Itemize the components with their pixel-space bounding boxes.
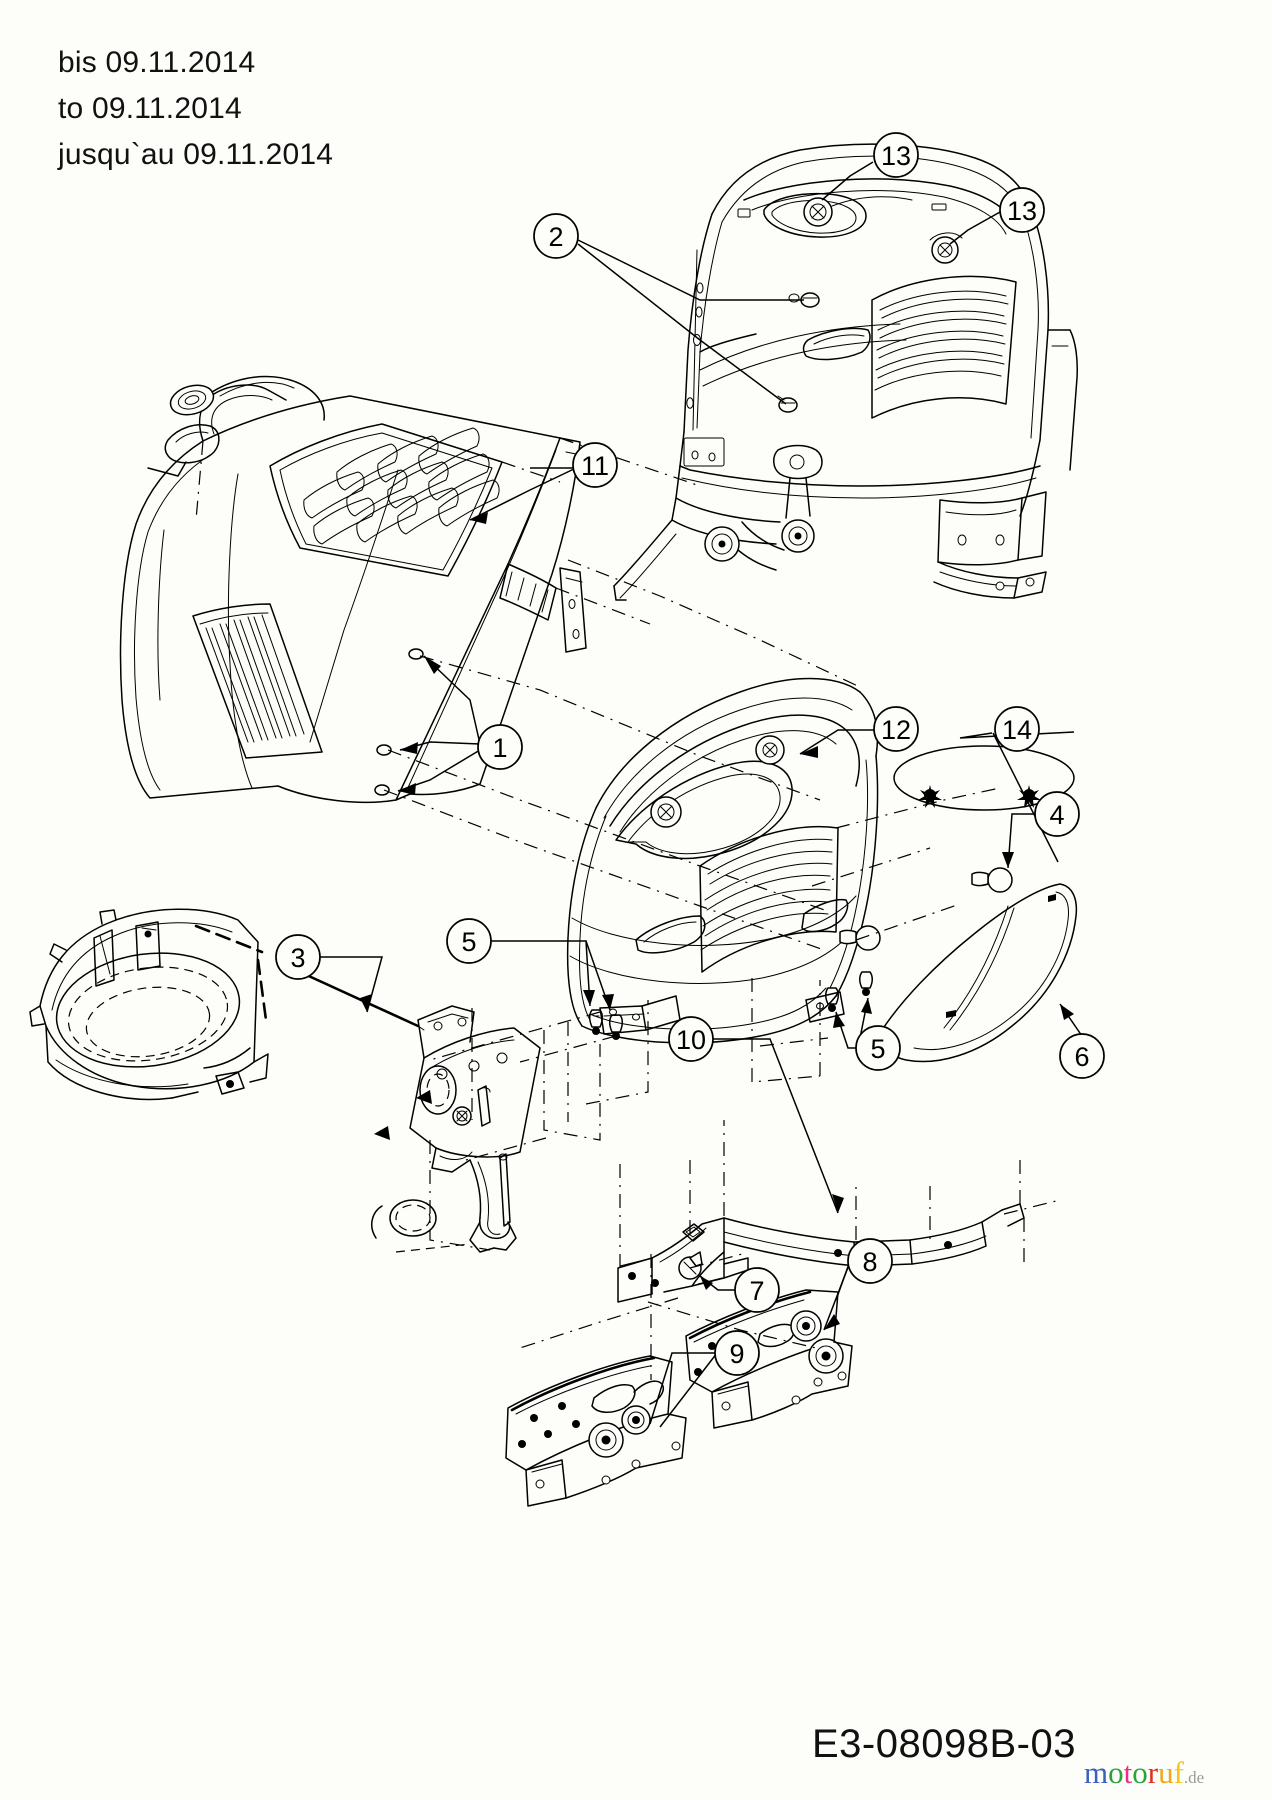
callout-6-leader [1059, 1003, 1083, 1037]
svg-text:7: 7 [749, 1276, 764, 1306]
screw-5-d [859, 971, 873, 996]
callout-11-leader [469, 467, 577, 524]
svg-text:12: 12 [881, 715, 911, 745]
callout-bubble-13b: 13 [999, 187, 1045, 233]
callout-bubble-11: 11 [572, 442, 618, 488]
svg-text:9: 9 [729, 1339, 744, 1369]
emblem-decal [893, 745, 1075, 811]
svg-text:14: 14 [1002, 715, 1032, 745]
callout-3-leader [318, 956, 383, 1013]
front-grille-louvers [699, 826, 839, 973]
header-line-french: jusqu`au 09.11.2014 [58, 138, 334, 171]
hood-louvers-right [871, 275, 1017, 419]
callout-9-leader [649, 1352, 718, 1428]
front-support-bracket [617, 1203, 1025, 1303]
header-line-english: to 09.11.2014 [58, 92, 242, 125]
callout-10-leader [711, 1038, 844, 1214]
svg-text:10: 10 [676, 1025, 706, 1055]
emblem-rivet-right [918, 785, 942, 808]
watermark-letter-m: m [1084, 1755, 1109, 1790]
callout-7-leader [699, 1275, 737, 1291]
callout-bubble-14: 14 [994, 706, 1040, 752]
header-line-german: bis 09.11.2014 [58, 46, 256, 79]
callout-12-leader [799, 729, 876, 758]
screw-5-a [589, 1009, 603, 1035]
callout-bubble-5-right: 5 [855, 1025, 901, 1071]
fan-shroud-housing [29, 908, 269, 1101]
svg-text:6: 6 [1074, 1042, 1089, 1072]
callout-bubble-13: 13 [873, 132, 919, 178]
drawing-number: E3-08098B-03 [812, 1722, 1076, 1766]
svg-text:4: 4 [1049, 800, 1064, 830]
svg-text:2: 2 [548, 222, 563, 252]
callout-bubble-3: 3 [275, 934, 321, 980]
screw-5-c [825, 987, 839, 1012]
watermark-letter-o1: o [1108, 1755, 1124, 1790]
svg-text:13: 13 [881, 141, 911, 171]
callout-bubble-2: 2 [533, 213, 579, 259]
front-bumper-trim [880, 883, 1078, 1063]
callout-8-leader [823, 1260, 851, 1331]
callout-bubble-10: 10 [668, 1016, 714, 1062]
push-rivet-upper [971, 867, 1013, 893]
hood-outer-shell-group [119, 375, 587, 804]
callout-bubble-7: 7 [734, 1267, 780, 1313]
screws-group-left [489, 940, 623, 1040]
push-rivets-group [839, 867, 1013, 951]
motoruf-watermark: motoruf.de [1084, 1757, 1204, 1788]
engine-support-plate [370, 1005, 541, 1253]
callout-bubble-4: 4 [1034, 791, 1080, 837]
svg-text:5: 5 [461, 927, 476, 957]
callout-bubble-1: 1 [477, 724, 523, 770]
callout-bubble-6: 6 [1059, 1033, 1105, 1079]
watermark-letter-t: t [1123, 1755, 1133, 1790]
callout-4-leader [1002, 813, 1037, 869]
callout-bubble-5-left: 5 [446, 918, 492, 964]
svg-text:11: 11 [581, 451, 609, 481]
push-rivet-lower [839, 925, 881, 951]
hinge-bracket-left [505, 1355, 687, 1507]
callout-bubble-9: 9 [714, 1330, 760, 1376]
hinge-bracket-right [685, 1289, 853, 1429]
svg-text:1: 1 [492, 733, 507, 763]
watermark-tld: .de [1183, 1768, 1205, 1787]
svg-text:13: 13 [1007, 196, 1037, 226]
watermark-letter-o2: o [1132, 1755, 1148, 1790]
pivot-bolt [678, 1251, 703, 1280]
hood-rod [293, 965, 425, 1031]
screws-group-right [825, 971, 873, 1049]
watermark-letter-f: f [1173, 1755, 1184, 1790]
svg-text:3: 3 [290, 943, 305, 973]
hood-side-louver-panel [192, 603, 323, 759]
assembly-centerlines [195, 437, 1061, 1380]
callout-bubble-12: 12 [873, 706, 919, 752]
callout-bubbles: 1 2 3 4 5 5 6 7 8 9 10 11 12 13 13 14 [275, 132, 1105, 1376]
hood-top-louver-panel [269, 423, 503, 577]
watermark-letter-r: r [1147, 1755, 1159, 1790]
svg-text:5: 5 [870, 1034, 885, 1064]
watermark-letter-u: u [1158, 1755, 1174, 1790]
svg-text:8: 8 [862, 1247, 877, 1277]
callout-leaders-top [530, 161, 1001, 469]
callout-bubble-8: 8 [847, 1238, 893, 1284]
callout-1-leaders [397, 655, 481, 795]
